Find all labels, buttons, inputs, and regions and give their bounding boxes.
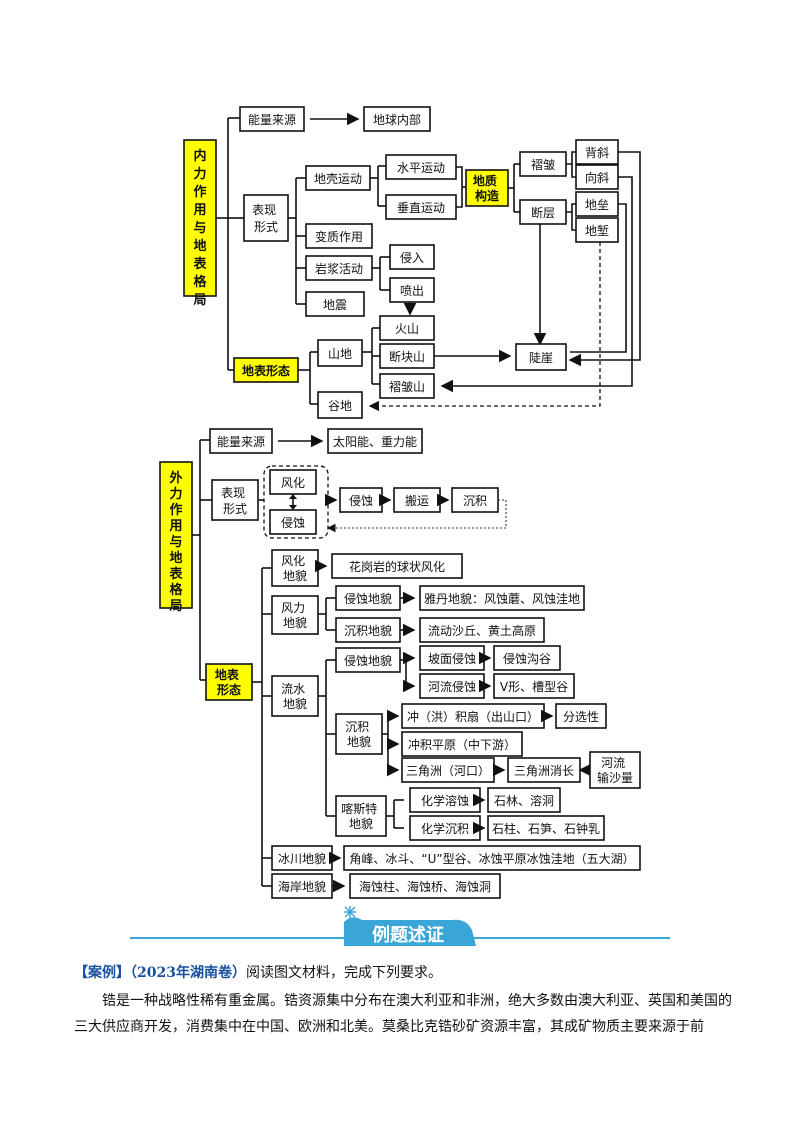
wind-deposit-example: 流动沙丘、黄土高原: [428, 623, 536, 638]
floodplain: 冲积平原（中下游）: [408, 737, 516, 752]
inner-landform-label: 地表形态: [242, 363, 290, 378]
precipitation: 化学沉积: [421, 821, 469, 836]
graben: 地堑: [585, 224, 609, 238]
banner-shape: [344, 917, 476, 946]
slope-erosion: 坡面侵蚀: [428, 651, 476, 666]
coast-example: 海蚀柱、海蚀桥、海蚀洞: [359, 879, 491, 894]
glacier: 冰川地貌: [278, 851, 326, 866]
mountain: 山地: [328, 347, 352, 361]
case-heading: 【案例】（2023年湖南卷）阅读图文材料，完成下列要求。: [74, 960, 734, 986]
wind-erosion-example: 雅丹地貌：风蚀蘑、风蚀洼地: [424, 591, 580, 606]
weathering-group: [263, 465, 329, 539]
delta: 三角洲（河口）: [406, 764, 490, 778]
weathering: 风化: [281, 476, 305, 490]
outer-landform-label: 地表 形态: [215, 667, 243, 697]
fault-mountain: 断块山: [389, 349, 425, 364]
sediment: 河流 输沙量: [597, 756, 633, 785]
eruption: 喷出: [400, 284, 424, 298]
valley: 谷地: [328, 399, 352, 413]
dissolution: 化学溶蚀: [421, 793, 469, 808]
sparkle-icon: [344, 906, 356, 918]
magma-activity: 岩浆活动: [315, 261, 363, 276]
gully: 侵蚀沟谷: [503, 651, 551, 666]
case-tag: 【案例】: [74, 965, 130, 981]
outer-energy-value: 太阳能、重力能: [333, 434, 417, 449]
water-landform: 流水 地貌: [281, 682, 309, 711]
glacier-example: 角峰、冰斗、“U”型谷、冰蚀平原冰蚀洼地（五大湖）: [349, 851, 634, 866]
metamorphism: 变质作用: [315, 229, 363, 244]
syncline: 向斜: [585, 170, 609, 185]
earthquake: 地震: [323, 298, 347, 312]
horizontal-movement: 水平运动: [397, 161, 445, 175]
coast: 海岸地貌: [278, 879, 326, 894]
delta-change: 三角洲消长: [514, 764, 574, 778]
weathering-example: 花岗岩的球状风化: [349, 559, 445, 574]
case-body: 锆是一种战略性稀有重金属。锆资源集中分布在澳大利亚和非洲，绝大多数由澳大利亚、英…: [74, 993, 732, 1035]
water-deposit: 沉积 地貌: [345, 720, 373, 749]
erosion: 侵蚀: [349, 493, 373, 508]
transport: 搬运: [405, 493, 429, 508]
cliff: 陡崖: [529, 351, 553, 365]
geo-structure: 地质 构造: [473, 173, 501, 203]
horst: 地垒: [585, 198, 609, 212]
alluvial-fan: 冲（洪）积扇（出山口）: [407, 709, 539, 724]
case-source: （2023年湖南卷）: [130, 965, 246, 981]
wind-erosion: 侵蚀地貌: [344, 591, 392, 606]
wind-landform: 风力 地貌: [281, 601, 309, 630]
banner-title: 例题述证: [372, 924, 444, 946]
volcano: 火山: [395, 322, 419, 336]
fold-mountain: 褶皱山: [389, 379, 425, 394]
example-banner: 例题述证: [130, 906, 670, 946]
fault: 断层: [531, 205, 555, 220]
case-instruction: 阅读图文材料，完成下列要求。: [245, 965, 442, 981]
river-erosion: 河流侵蚀: [428, 679, 476, 694]
wind-deposit: 沉积地貌: [344, 623, 392, 638]
inner-root-text: 内力作用与地表格局: [192, 148, 207, 308]
inner-forms-label: 表现 形式: [252, 203, 280, 234]
water-erosion: 侵蚀地貌: [344, 653, 392, 668]
inner-force-diagram: 内力作用与地表格局 能量来源 地球内部 表现 形式 地壳运动 水平运动: [183, 106, 641, 419]
outer-root-box: [159, 461, 193, 609]
sorting: 分选性: [563, 710, 599, 724]
inner-energy-label: 能量来源: [248, 113, 296, 127]
karst: 喀斯特 地貌: [341, 801, 381, 831]
anticline: 背斜: [585, 146, 609, 160]
inner-root-box: [183, 139, 217, 297]
outer-forms-label: 表现 形式: [221, 486, 249, 516]
vertical-movement: 垂直运动: [397, 201, 445, 215]
v-valley: V形、槽型谷: [500, 680, 568, 694]
weathering-erosion: 侵蚀: [281, 515, 305, 530]
outer-root-text: 外力作用与地表格局: [168, 470, 183, 614]
weathering-landform: 风化 地貌: [281, 554, 309, 583]
deposition: 沉积: [463, 494, 487, 508]
crust-movement: 地壳运动: [314, 172, 362, 186]
karst-deposit-example: 石柱、石笋、石钟乳: [492, 821, 600, 836]
karst-erosion-example: 石林、溶洞: [494, 793, 554, 808]
outer-energy-label: 能量来源: [217, 435, 265, 449]
intrusion: 侵入: [400, 250, 424, 265]
outer-force-diagram: 外力作用与地表格局 能量来源 太阳能、重力能 表现 形式 风化 侵蚀 侵蚀 搬运: [159, 428, 641, 899]
inner-energy-value: 地球内部: [373, 112, 421, 127]
fold: 褶皱: [531, 157, 555, 172]
